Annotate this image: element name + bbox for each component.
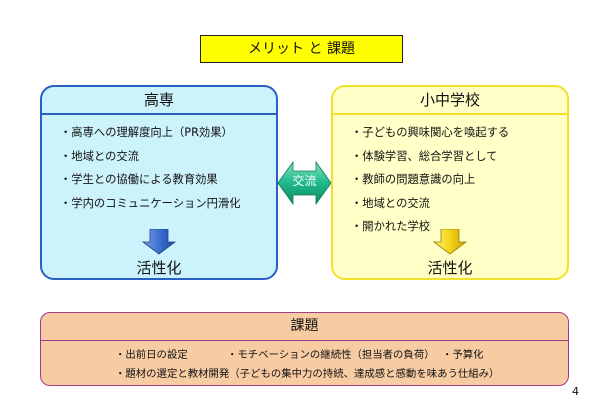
kosen-heading: 高専: [42, 87, 276, 115]
list-item: ・学生との協働による教育効果: [60, 173, 218, 187]
down-arrow-icon: [142, 229, 176, 255]
list-item: ・出前日の設定: [115, 349, 188, 361]
list-item: ・子どもの興味関心を喚起する: [351, 126, 510, 139]
kosen-merit-list: ・高専への理解度向上（PR効果） ・地域との交流 ・学生との協働による教育効果 …: [42, 121, 276, 215]
issues-row: ・題材の選定と教材開発（子どもの集中力の持続、達成感と感動を味あう仕組み）: [41, 365, 568, 384]
list-item: ・学内のコミュニケーション円滑化: [60, 196, 241, 210]
school-panel: 小中学校 ・子どもの興味関心を喚起する ・体験学習、総合学習として ・教師の問題…: [331, 85, 569, 280]
kosen-panel: 高専 ・高専への理解度向上（PR効果） ・地域との交流 ・学生との協働による教育…: [40, 85, 278, 280]
list-item: ・体験学習、総合学習として: [351, 149, 498, 163]
issues-heading: 課題: [41, 313, 568, 341]
list-item: ・地域との交流: [351, 196, 430, 210]
kosen-result: 活性化: [136, 259, 182, 277]
issues-panel: 課題 ・出前日の設定 ・モチベーションの継続性（担当者の負荷） ・予算化 ・題材…: [40, 312, 569, 386]
down-arrow-icon: [433, 229, 467, 255]
list-item: ・予算化: [442, 349, 484, 361]
list-item: ・高専への理解度向上（PR効果）: [60, 126, 233, 139]
page-number: 4: [572, 385, 579, 398]
list-item: ・教師の問題意識の向上: [351, 173, 476, 187]
list-item: ・モチベーションの継続性（担当者の負荷）: [227, 349, 435, 361]
list-item: ・開かれた学校: [351, 220, 431, 234]
list-item: ・題材の選定と教材開発（子どもの集中力の持続、達成感と感動を味あう仕組み）: [115, 368, 500, 380]
exchange-label: 交流: [292, 174, 317, 188]
issues-row: ・出前日の設定 ・モチベーションの継続性（担当者の負荷） ・予算化: [41, 346, 568, 365]
school-merit-list: ・子どもの興味関心を喚起する ・体験学習、総合学習として ・教師の問題意識の向上…: [333, 121, 567, 239]
school-heading: 小中学校: [333, 87, 567, 115]
school-result: 活性化: [427, 259, 473, 277]
exchange-double-arrow-icon: [278, 160, 331, 206]
slide-title: メリット と 課題: [200, 35, 403, 63]
list-item: ・地域との交流: [60, 149, 139, 163]
